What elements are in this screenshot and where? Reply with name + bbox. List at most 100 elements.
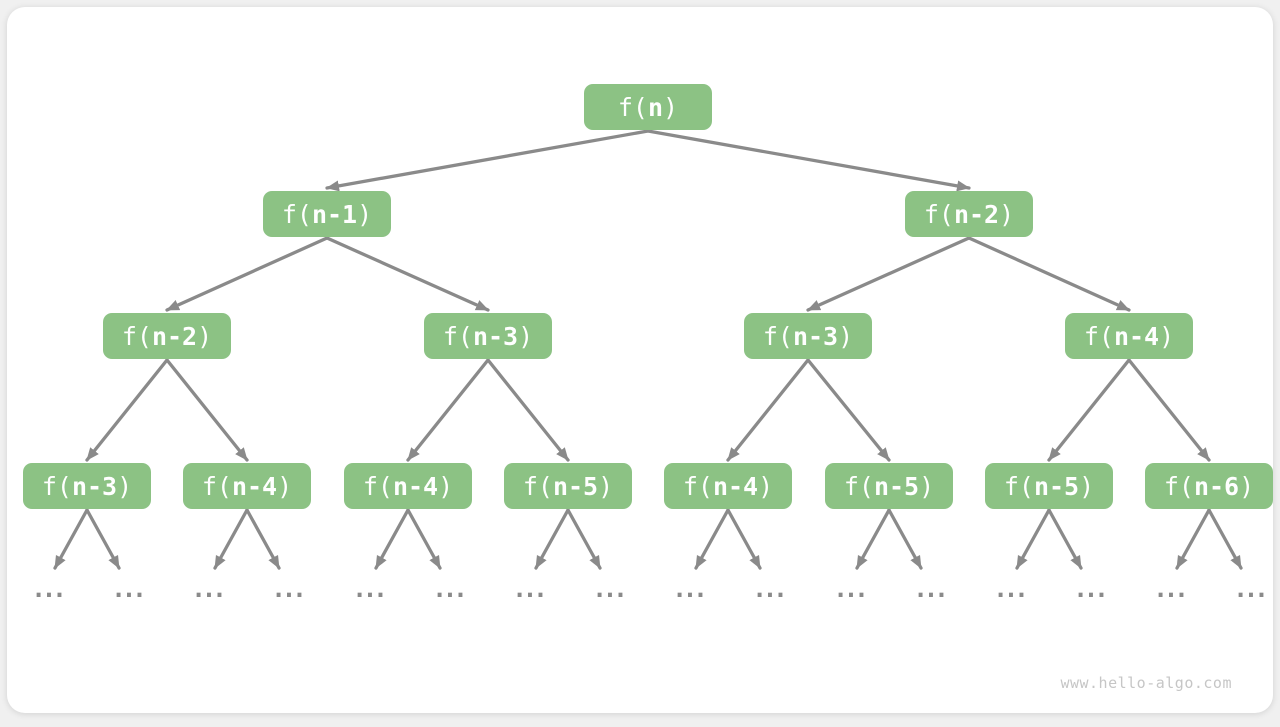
node-label-prefix: f( [522, 471, 553, 501]
node-label-suffix: ) [838, 321, 854, 351]
node-label-suffix: ) [277, 471, 293, 501]
tree-edge [1047, 358, 1131, 462]
ellipsis-leaf: ... [512, 575, 547, 603]
node-label-prefix: f( [762, 321, 793, 351]
node-label-prefix: f( [1163, 471, 1194, 501]
tree-edge [566, 508, 602, 570]
tree-edge [855, 508, 891, 570]
ellipsis-leaf: ... [592, 575, 627, 603]
tree-node: f(n-6) [1145, 463, 1273, 509]
ellipsis-leaf: ... [913, 575, 948, 603]
node-label-prefix: f( [617, 92, 648, 122]
node-label-prefix: f( [1003, 471, 1034, 501]
ellipsis-leaf: ... [432, 575, 467, 603]
node-label-suffix: ) [1239, 471, 1255, 501]
ellipsis-leaf: ... [1233, 575, 1268, 603]
ellipsis-leaf: ... [833, 575, 868, 603]
node-label-arg: n-5 [552, 471, 599, 501]
node-label-suffix: ) [758, 471, 774, 501]
node-label-prefix: f( [121, 321, 152, 351]
tree-edge [374, 508, 410, 570]
tree-edge [325, 129, 650, 192]
node-label-arg: n-6 [1193, 471, 1240, 501]
node-label-arg: n-4 [231, 471, 278, 501]
tree-edge [726, 358, 810, 462]
ellipsis-leaf: ... [752, 575, 787, 603]
node-label-arg: n [647, 92, 664, 122]
tree-edge [887, 508, 923, 570]
tree-node: f(n-4) [664, 463, 792, 509]
node-label-prefix: f( [201, 471, 232, 501]
node-label-suffix: ) [117, 471, 133, 501]
node-label-suffix: ) [1079, 471, 1095, 501]
tree-node: f(n-5) [985, 463, 1113, 509]
node-label-suffix: ) [919, 471, 935, 501]
watermark: www.hello-algo.com [1060, 674, 1232, 692]
tree-node: f(n-4) [1065, 313, 1193, 359]
ellipsis-leaf: ... [271, 575, 306, 603]
tree-edge [213, 508, 249, 570]
node-label-suffix: ) [663, 92, 679, 122]
tree-edge [53, 508, 89, 570]
node-label-prefix: f( [843, 471, 874, 501]
tree-edge [165, 236, 329, 312]
node-label-arg: n-4 [1113, 321, 1160, 351]
tree-node: f(n-1) [263, 191, 391, 237]
node-label-prefix: f( [923, 199, 954, 229]
node-label-suffix: ) [197, 321, 213, 351]
tree-node: f(n-5) [825, 463, 953, 509]
node-label-arg: n-3 [472, 321, 519, 351]
tree-edge [1015, 508, 1051, 570]
node-label-prefix: f( [41, 471, 72, 501]
node-label-arg: n-3 [71, 471, 118, 501]
tree-edge [1047, 508, 1083, 570]
tree-edge [1127, 358, 1211, 462]
ellipsis-leaf: ... [111, 575, 146, 603]
node-label-prefix: f( [281, 199, 312, 229]
node-label-arg: n-4 [392, 471, 439, 501]
ellipsis-leaf: ... [1073, 575, 1108, 603]
tree-edge [967, 236, 1131, 312]
node-label-arg: n-4 [712, 471, 759, 501]
node-label-suffix: ) [999, 199, 1015, 229]
ellipsis-leaf: ... [1153, 575, 1188, 603]
tree-edge [726, 508, 762, 570]
ellipsis-leaf: ... [31, 575, 66, 603]
tree-node: f(n) [584, 84, 712, 130]
tree-edge [806, 236, 971, 312]
tree-node: f(n-3) [744, 313, 872, 359]
tree-edge [1175, 508, 1211, 570]
node-label-suffix: ) [357, 199, 373, 229]
figure-card: f(n)f(n-1)f(n-2)f(n-2)f(n-3)f(n-3)f(n-4)… [7, 7, 1273, 713]
ellipsis-leaf: ... [352, 575, 387, 603]
node-label-prefix: f( [1083, 321, 1114, 351]
tree-edge [806, 358, 891, 462]
tree-edge [1207, 508, 1243, 570]
tree-edge [245, 508, 281, 570]
node-label-suffix: ) [1159, 321, 1175, 351]
node-label-prefix: f( [682, 471, 713, 501]
tree-edge [534, 508, 570, 570]
tree-node: f(n-3) [424, 313, 552, 359]
tree-edge [85, 508, 121, 570]
tree-edge [694, 508, 730, 570]
ellipsis-leaf: ... [993, 575, 1028, 603]
node-label-arg: n-5 [873, 471, 920, 501]
tree-edge [406, 358, 490, 462]
ellipsis-leaf: ... [672, 575, 707, 603]
tree-edge [325, 236, 490, 312]
node-label-suffix: ) [598, 471, 614, 501]
tree-edge [406, 508, 442, 570]
node-label-arg: n-2 [953, 199, 1000, 229]
node-label-arg: n-2 [151, 321, 198, 351]
tree-edge [646, 129, 971, 192]
node-label-prefix: f( [442, 321, 473, 351]
node-label-prefix: f( [362, 471, 393, 501]
tree-edge [85, 358, 169, 462]
tree-edge [165, 358, 249, 462]
tree-edge [486, 358, 570, 462]
tree-node: f(n-2) [103, 313, 231, 359]
tree-node: f(n-5) [504, 463, 632, 509]
node-label-arg: n-5 [1033, 471, 1080, 501]
tree-node: f(n-4) [183, 463, 311, 509]
